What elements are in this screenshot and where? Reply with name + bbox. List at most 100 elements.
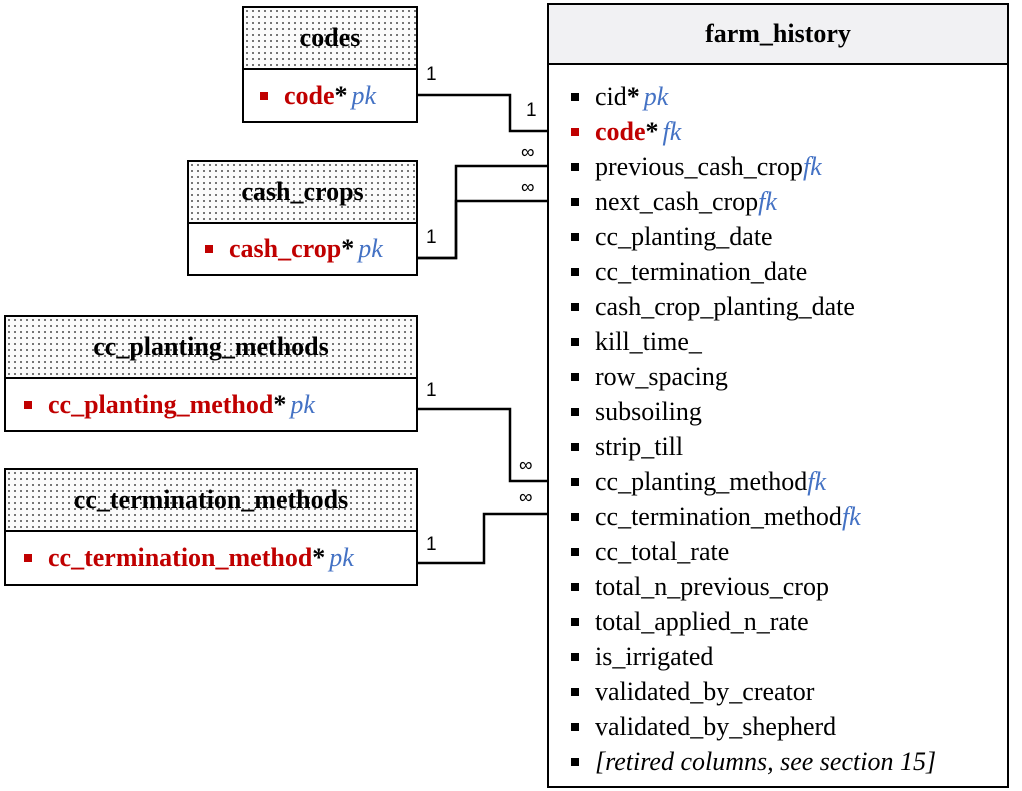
bullet-icon: [571, 197, 579, 206]
entity-cash-crops-key-row: cash_crop * pk: [189, 224, 416, 274]
cash-crops-key-star: *: [341, 234, 355, 263]
entity-cash-crops-title: cash_crops: [241, 177, 364, 206]
entity-cc-termination-methods-key-row: cc_termination_method * pk: [6, 532, 416, 584]
cardinality-previous-cash-crop-many: ∞: [521, 142, 535, 163]
entity-codes: codes code * pk: [242, 6, 418, 123]
cc-planting-methods-key-tag: pk: [290, 389, 315, 419]
attribute-row: code*fk: [571, 114, 1007, 149]
link-cash-crops-next: [418, 199, 549, 260]
cardinality-codes-one: 1: [426, 64, 437, 85]
attribute-name: cc_total_rate: [595, 536, 730, 566]
codes-key-name: code: [284, 80, 335, 110]
cardinality-termination-method-many: ∞: [519, 487, 533, 508]
attribute-name: is_irrigated: [595, 641, 714, 671]
attribute-name: code: [595, 116, 646, 146]
cc-planting-methods-key-star: *: [273, 389, 287, 419]
cc-planting-methods-key-name: cc_planting_method: [48, 389, 274, 419]
bullet-icon: [571, 617, 579, 626]
entity-codes-key-row: code * pk: [244, 70, 416, 121]
cash-crops-key-tag: pk: [358, 234, 383, 263]
attribute-name: validated_by_creator: [595, 676, 815, 706]
attribute-name: cc_termination_date: [595, 256, 808, 286]
attribute-row: validated_by_shepherd: [571, 709, 1007, 744]
attribute-name: cid: [595, 81, 627, 111]
cc-termination-methods-key-tag: pk: [329, 543, 354, 572]
attribute-required-star: *: [626, 81, 640, 111]
attribute-row: kill_time_: [571, 324, 1007, 359]
attribute-row: [retired columns, see section 15]: [571, 744, 1007, 779]
bullet-icon: [571, 162, 579, 171]
attribute-key-tag: fk: [807, 466, 827, 496]
primary-key-bullet-icon: [24, 554, 32, 562]
entity-codes-title: codes: [299, 23, 361, 52]
bullet-icon: [571, 372, 579, 381]
attribute-name: [retired columns, see section 15]: [595, 746, 937, 776]
entity-codes-header: codes: [244, 8, 416, 70]
cardinality-planting-methods-one: 1: [426, 380, 437, 401]
attribute-row: cid*pk: [571, 79, 1007, 114]
attribute-key-tag: fk: [758, 186, 777, 216]
attribute-name: next_cash_crop: [595, 186, 759, 216]
entity-cc-planting-methods: cc_planting_methods cc_planting_method *…: [4, 315, 418, 432]
attribute-row: is_irrigated: [571, 639, 1007, 674]
cardinality-farm-history-code-one: 1: [526, 100, 537, 121]
link-cc-planting-methods: [418, 407, 549, 483]
bullet-icon: [571, 267, 579, 276]
bullet-icon: [571, 477, 579, 486]
bullet-icon: [571, 442, 579, 451]
primary-key-bullet-icon: [260, 91, 268, 100]
entity-cash-crops: cash_crops cash_crop * pk: [187, 160, 418, 276]
cash-crops-key-name: cash_crop: [229, 234, 342, 263]
attribute-row: total_n_previous_crop: [571, 569, 1007, 604]
entity-cc-termination-methods: cc_termination_methods cc_termination_me…: [4, 468, 418, 586]
attribute-name: validated_by_shepherd: [595, 711, 837, 741]
cc-termination-methods-key-star: *: [312, 543, 326, 572]
bullet-icon: [571, 687, 579, 696]
attribute-name: previous_cash_crop: [595, 151, 803, 181]
bullet-icon: [571, 232, 579, 241]
bullet-icon: [571, 92, 579, 101]
bullet-icon: [571, 512, 579, 521]
cc-termination-methods-key-name: cc_termination_method: [48, 543, 313, 572]
attribute-key-tag: fk: [841, 501, 861, 531]
entity-cc-planting-methods-header: cc_planting_methods: [6, 317, 416, 379]
attribute-name: cc_termination_method: [595, 501, 842, 531]
attribute-row: cc_termination_date: [571, 254, 1007, 289]
attribute-name: total_n_previous_crop: [595, 571, 829, 601]
cardinality-next-cash-crop-many: ∞: [521, 177, 535, 198]
attribute-row: total_applied_n_rate: [571, 604, 1007, 639]
bullet-icon: [571, 757, 579, 766]
bullet-icon: [571, 582, 579, 591]
cardinality-cash-crops-one: 1: [426, 227, 437, 248]
entity-farm-history-header: farm_history: [549, 5, 1007, 65]
foreign-key-bullet-icon: [571, 127, 579, 136]
codes-key-tag: pk: [351, 80, 377, 110]
attribute-name: total_applied_n_rate: [595, 606, 809, 636]
link-codes-farm-history: [418, 93, 549, 133]
attribute-name: cc_planting_method: [595, 466, 808, 496]
cardinality-planting-method-many: ∞: [519, 455, 533, 476]
entity-cc-planting-methods-title: cc_planting_methods: [93, 332, 329, 361]
attribute-name: row_spacing: [595, 361, 728, 391]
bullet-icon: [571, 722, 579, 731]
entity-cc-termination-methods-title: cc_termination_methods: [73, 485, 349, 514]
link-cc-termination-methods: [418, 512, 549, 565]
attribute-row: row_spacing: [571, 359, 1007, 394]
attribute-name: strip_till: [595, 431, 684, 461]
bullet-icon: [571, 407, 579, 416]
entity-cc-termination-methods-header: cc_termination_methods: [6, 470, 416, 532]
entity-cash-crops-header: cash_crops: [189, 162, 416, 224]
attribute-row: subsoiling: [571, 394, 1007, 429]
codes-key-star: *: [334, 80, 348, 110]
attribute-row: cc_planting_date: [571, 219, 1007, 254]
attribute-row: cash_crop_planting_date: [571, 289, 1007, 324]
attribute-row: strip_till: [571, 429, 1007, 464]
attribute-row: cc_total_rate: [571, 534, 1007, 569]
attribute-key-tag: fk: [802, 151, 822, 181]
